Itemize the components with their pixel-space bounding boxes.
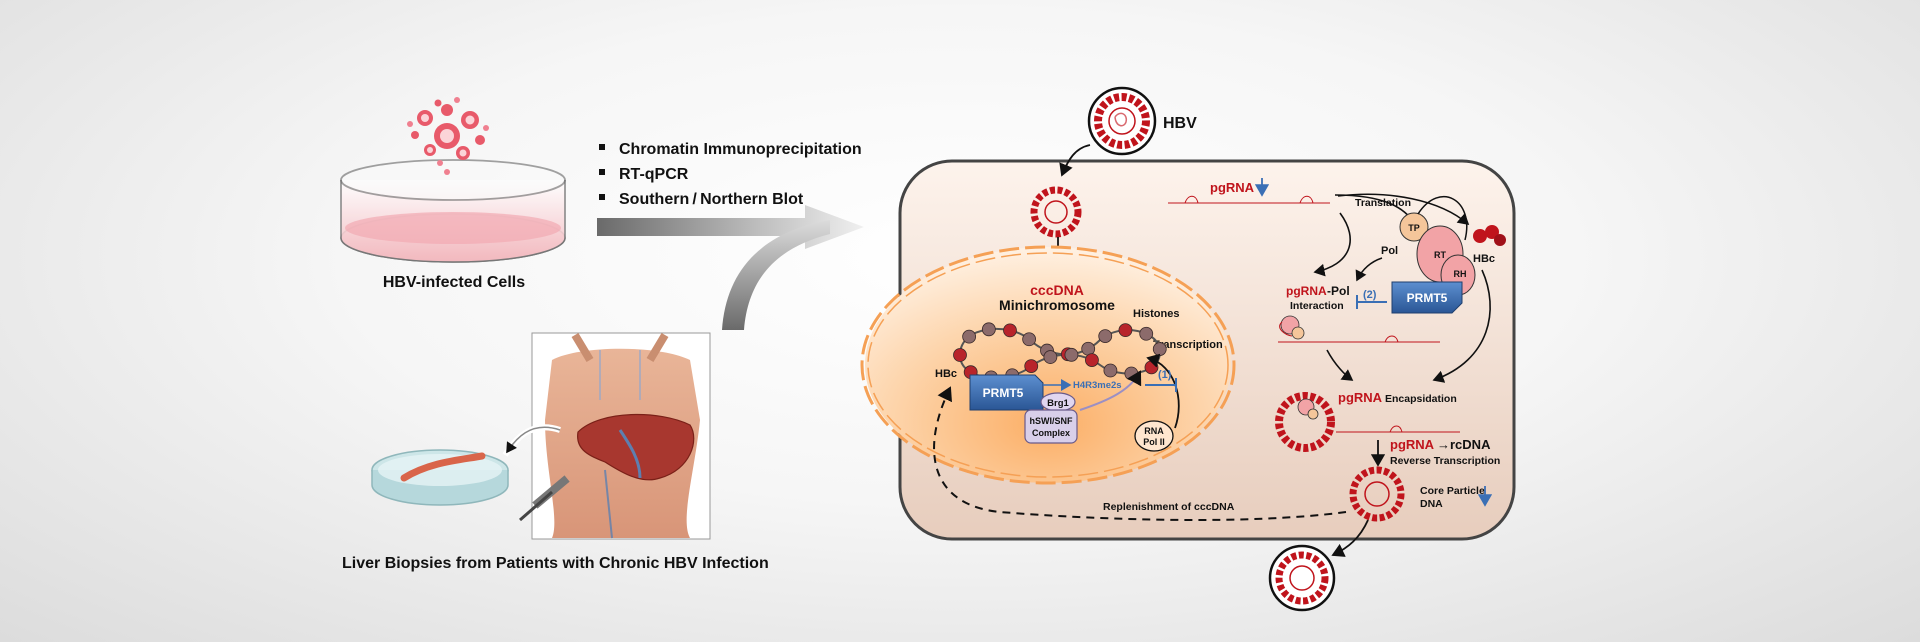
pgrna-pol-label: -Pol [1327, 284, 1350, 298]
nucleocapsid-icon [1275, 392, 1335, 452]
hbc-cyto-label: HBc [1473, 253, 1495, 265]
histones-label: Histones [1133, 308, 1179, 320]
biopsy-caption: Liver Biopsies from Patients with Chroni… [342, 555, 769, 572]
prmt5-nuclear-label: PRMT5 [983, 386, 1024, 400]
nucleosome-bead [1043, 350, 1058, 364]
pol-label: Pol [1381, 245, 1398, 257]
cells-caption: HBV-infected Cells [383, 274, 525, 291]
hswi-snf-complex-box [1024, 409, 1078, 444]
nucleosome-bead [1144, 360, 1159, 375]
hbv-virion-icon [1087, 86, 1157, 156]
prmt5-cytoplasm-box [1391, 281, 1463, 314]
prmt5-nuclear-box [969, 374, 1044, 411]
bullet-square [599, 194, 605, 200]
step2-label: (2) [1363, 289, 1377, 301]
polymerase-icon [1399, 195, 1476, 296]
nucleosome-bead [962, 329, 977, 344]
h4r3me2s-label: H4R3me2s [1073, 380, 1122, 391]
nucleosome-bead [1098, 329, 1113, 344]
nucleosome-bead [953, 348, 967, 362]
biopsy-dish [371, 449, 509, 506]
pgrna-pol-complex-icon [1279, 315, 1305, 340]
nucleosome-bead [1064, 347, 1079, 362]
core-particle-dna-label: DNA [1420, 498, 1443, 510]
nucleosome-bead [1152, 342, 1167, 356]
core-particle-icon [1349, 466, 1405, 522]
liver-biopsy-illustration [519, 332, 711, 540]
replenishment-label: Replenishment of cccDNA [1103, 501, 1235, 513]
hbc-nucleus-label: HBc [935, 368, 957, 380]
hbv-label: HBV [1163, 115, 1197, 132]
hbc-dimer-icon [1473, 225, 1506, 246]
rh-label: RH [1454, 269, 1467, 279]
method-item: RT-qPCR [619, 166, 689, 183]
nucleus [865, 247, 1231, 483]
rcdna-pgrna-label: pgRNA [1390, 437, 1435, 452]
bullet-square [599, 169, 605, 175]
complex-label: Complex [1032, 428, 1070, 438]
encapsidation-pgrna-label: pgRNA [1338, 390, 1383, 405]
pgrna-label: pgRNA [1210, 180, 1255, 195]
prmt5-cyto-label: PRMT5 [1407, 291, 1448, 305]
nucleosome-bead [1003, 323, 1017, 338]
released-virion-icon [1268, 544, 1336, 612]
rt-label: RT [1434, 250, 1446, 260]
encapsidation-label: Encapsidation [1385, 393, 1457, 405]
flow-arrow-icon [597, 205, 864, 330]
bullet-square [599, 144, 605, 150]
nucleosome-bead [1139, 326, 1154, 341]
virus-particles-cluster [407, 97, 489, 175]
translation-label: Translation [1355, 197, 1411, 209]
reverse-transcription-label: Reverse Transcription [1390, 455, 1500, 467]
method-item: Southern / Northern Blot [619, 191, 804, 208]
nucleosome-bead [1118, 323, 1133, 338]
capsid-icon [1030, 186, 1082, 238]
interaction-label: Interaction [1290, 300, 1344, 312]
minichromosome-label: Minichromosome [999, 297, 1115, 313]
cccdna-label: cccDNA [1030, 282, 1084, 298]
nucleosome-bead [1085, 353, 1099, 367]
pgrna-pol-pgrna-label: pgRNA [1286, 284, 1327, 298]
step1-label: (1) [1158, 369, 1172, 381]
rcdna-label: →rcDNA [1437, 437, 1491, 452]
transcription-label: Transcription [1153, 339, 1223, 351]
hswi-snf-label: hSWI/SNF [1030, 416, 1073, 426]
nucleosome-bead [981, 322, 996, 337]
nucleosome-bead [1024, 359, 1039, 374]
replenishment-path [933, 386, 1347, 521]
method-item: Chromatin Immunoprecipitation [619, 141, 862, 158]
nucleosome-bead [1022, 332, 1037, 347]
methods-list: Chromatin Immunoprecipitation RT-qPCR So… [599, 141, 862, 208]
pol-ii-label: Pol II [1143, 437, 1165, 447]
tp-label: TP [1408, 223, 1420, 233]
rna-pol-ii-icon [1134, 420, 1174, 452]
brg1-label: Brg1 [1047, 398, 1069, 409]
cell-culture-dish [340, 159, 566, 263]
nucleosome-bead [1103, 363, 1118, 378]
core-particle-label: Core Particle [1420, 485, 1485, 497]
rna-label: RNA [1144, 426, 1164, 436]
